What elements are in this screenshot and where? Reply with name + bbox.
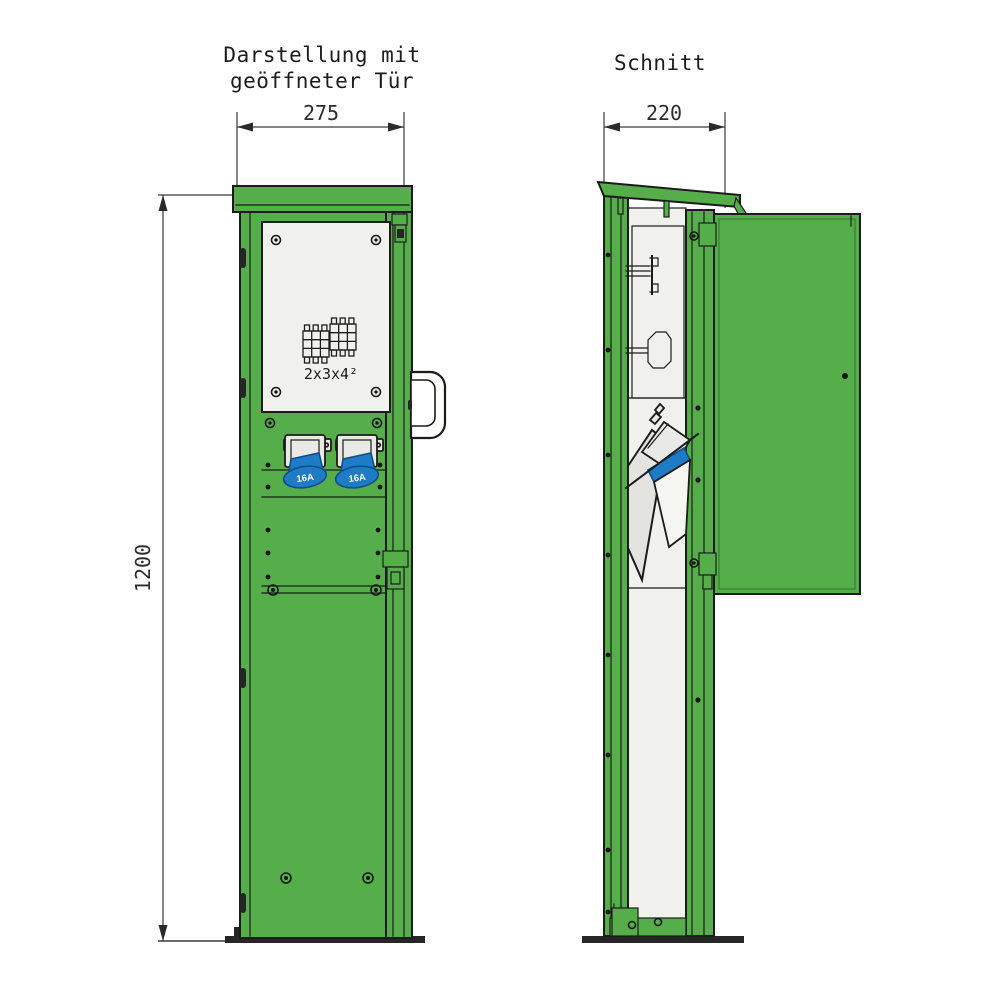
section-cap <box>596 180 747 218</box>
section-base <box>609 903 687 937</box>
cee-socket-left: 16A <box>282 434 332 489</box>
front-width-value: 275 <box>303 101 339 125</box>
cee-socket-right: 16A <box>334 434 384 489</box>
upper-equipment-bay <box>625 225 685 399</box>
front-view-title-line2: geöffneter Tür <box>230 69 414 93</box>
pillar-cap <box>232 185 413 213</box>
terminal-block-label: 2x3x4² <box>304 365 358 383</box>
front-height-dimension: 1200 <box>131 194 233 941</box>
front-view: Darstellung mit geöffneter Tür 275 1200 <box>131 43 447 943</box>
door-hinge-top <box>689 222 717 247</box>
section-back-wall <box>603 193 629 937</box>
section-view-title: Schnitt <box>614 51 706 75</box>
back-wall-rivets <box>605 252 611 915</box>
door-hinge-bottom <box>689 552 717 590</box>
section-ground-line <box>582 936 744 943</box>
front-height-value: 1200 <box>131 544 155 592</box>
open-door <box>689 213 861 595</box>
terminal-block <box>302 317 357 364</box>
front-view-title-line1: Darstellung mit <box>223 43 420 67</box>
socket-right-rating-label: 16A <box>348 472 367 485</box>
front-width-dimension: 275 <box>236 101 405 186</box>
base-plate <box>225 936 425 943</box>
mid-panel <box>261 527 387 596</box>
socket-left-rating-label: 16A <box>296 472 315 485</box>
section-socket-bay <box>624 397 700 589</box>
section-view: Schnitt 220 <box>582 51 861 943</box>
panel-screws <box>270 234 382 398</box>
lower-panel <box>280 872 374 884</box>
din-rail-upper <box>625 255 659 295</box>
section-width-value: 220 <box>646 101 682 125</box>
door-lock <box>382 550 409 590</box>
section-socket <box>624 402 700 549</box>
door-lock-pin <box>842 373 848 379</box>
door-handle <box>408 370 447 440</box>
door-hinge-bracket <box>391 213 408 243</box>
din-terminal-lower <box>625 331 672 369</box>
mounting-panel: 2x3x4² <box>261 221 391 413</box>
hinge-marks <box>240 248 246 913</box>
section-width-dimension: 220 <box>603 101 726 208</box>
socket-panel: 16A 16A <box>261 411 387 498</box>
